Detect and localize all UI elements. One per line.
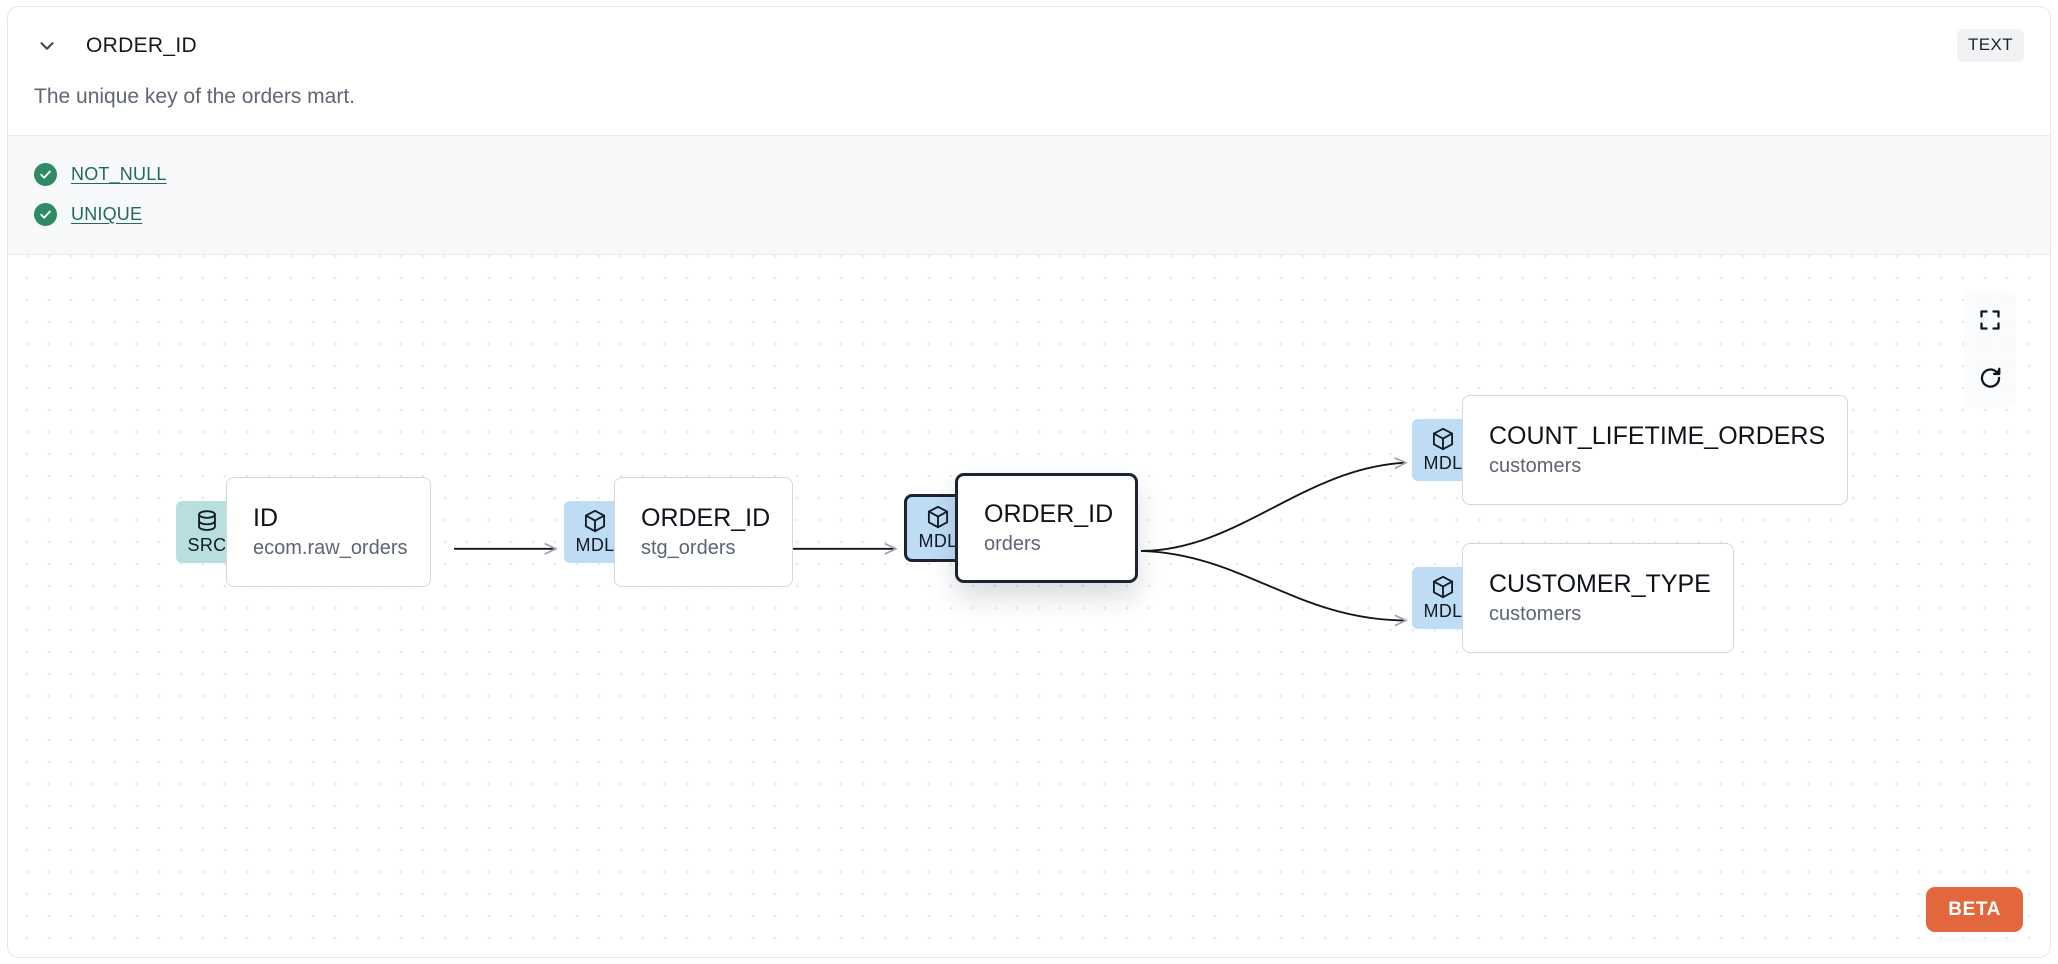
node-badge-label: MDL bbox=[575, 535, 615, 556]
chevron-down-icon[interactable] bbox=[34, 33, 60, 59]
lineage-node-orders-selected[interactable]: MDL ORDER_ID orders bbox=[904, 473, 1139, 584]
edge-orders-to-count-lifetime-orders bbox=[1140, 463, 1406, 553]
fit-view-icon[interactable] bbox=[1964, 291, 2016, 349]
column-description: The unique key of the orders mart. bbox=[34, 85, 355, 108]
reset-icon[interactable] bbox=[1964, 349, 2016, 407]
test-row: UNIQUE bbox=[34, 194, 2024, 234]
lineage-canvas[interactable]: SRC ID ecom.raw_orders MDL ORDER_ID stg_… bbox=[8, 255, 2050, 957]
node-badge-label: SRC bbox=[187, 535, 227, 556]
node-subtitle: customers bbox=[1489, 603, 1582, 626]
tests-section: NOT_NULL UNIQUE bbox=[8, 135, 2050, 256]
title-row: ORDER_ID bbox=[34, 31, 2024, 61]
card-header: ORDER_ID TEXT The unique key of the orde… bbox=[8, 7, 2050, 136]
node-subtitle: stg_orders bbox=[641, 537, 736, 560]
cube-icon bbox=[584, 510, 606, 533]
lineage-node-stg-orders[interactable]: MDL ORDER_ID stg_orders bbox=[564, 477, 794, 588]
lineage-node-customer-type[interactable]: MDL CUSTOMER_TYPE customers bbox=[1412, 543, 1734, 654]
cube-icon bbox=[1432, 428, 1454, 451]
node-name: ORDER_ID bbox=[984, 500, 1114, 529]
canvas-controls bbox=[1964, 291, 2016, 408]
check-circle-icon bbox=[34, 162, 57, 186]
page-title: ORDER_ID bbox=[86, 34, 197, 57]
node-body: COUNT_LIFETIME_ORDERS customers bbox=[1462, 395, 1849, 506]
check-circle-icon bbox=[34, 202, 57, 226]
test-row: NOT_NULL bbox=[34, 154, 2024, 194]
database-icon bbox=[198, 510, 216, 532]
column-detail-card: ORDER_ID TEXT The unique key of the orde… bbox=[7, 6, 2051, 958]
lineage-node-count-lifetime-orders[interactable]: MDL COUNT_LIFETIME_ORDERS customers bbox=[1412, 395, 1849, 506]
node-name: ID bbox=[253, 504, 278, 533]
node-badge-label: MDL bbox=[1423, 453, 1463, 474]
node-body: ORDER_ID stg_orders bbox=[614, 477, 794, 588]
type-badge: TEXT bbox=[1956, 29, 2024, 62]
node-name: COUNT_LIFETIME_ORDERS bbox=[1489, 422, 1826, 451]
cube-icon bbox=[1432, 576, 1454, 599]
beta-badge[interactable]: BETA bbox=[1926, 887, 2023, 932]
edge-orders-to-customer-type bbox=[1140, 550, 1406, 621]
node-name: CUSTOMER_TYPE bbox=[1489, 570, 1711, 599]
node-body: ID ecom.raw_orders bbox=[226, 477, 431, 588]
lineage-node-id[interactable]: SRC ID ecom.raw_orders bbox=[176, 477, 431, 588]
node-body: ORDER_ID orders bbox=[955, 473, 1139, 584]
node-badge-label: MDL bbox=[918, 531, 958, 552]
node-badge-label: MDL bbox=[1423, 601, 1463, 622]
node-body: CUSTOMER_TYPE customers bbox=[1462, 543, 1734, 654]
test-link-not-null[interactable]: NOT_NULL bbox=[71, 163, 167, 184]
node-subtitle: ecom.raw_orders bbox=[253, 537, 408, 560]
node-subtitle: customers bbox=[1489, 455, 1582, 478]
lineage-edges bbox=[454, 255, 2050, 957]
node-name: ORDER_ID bbox=[641, 504, 771, 533]
node-subtitle: orders bbox=[984, 533, 1041, 556]
test-link-unique[interactable]: UNIQUE bbox=[71, 203, 143, 224]
cube-icon bbox=[927, 506, 949, 529]
